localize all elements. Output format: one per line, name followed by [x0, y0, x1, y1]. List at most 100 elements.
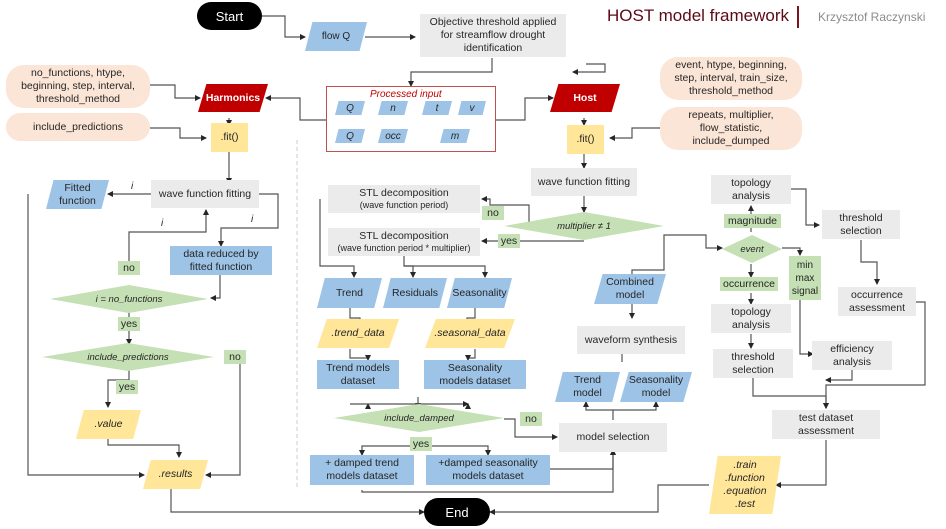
- threshold-selection-magnitude[interactable]: threshold selection: [822, 210, 900, 239]
- fitted-function-output[interactable]: Fitted function: [46, 180, 109, 209]
- wire: [481, 196, 530, 226]
- wire: [613, 401, 659, 411]
- magnitude-branch-label: magnitude: [724, 214, 781, 228]
- iteration-label: i: [131, 181, 134, 192]
- no-branch-label: no: [482, 206, 504, 220]
- wire: [262, 15, 306, 40]
- damped-trend-dataset[interactable]: + damped trend models dataset: [310, 455, 414, 485]
- wire: [361, 449, 616, 493]
- stl-decomposition-1[interactable]: STL decomposition (wave function period): [328, 185, 480, 213]
- yes-branch-label: yes: [118, 317, 140, 331]
- wire: [404, 265, 488, 278]
- harmonics-fit-method[interactable]: .fit(): [211, 123, 248, 152]
- wire: [107, 433, 182, 458]
- wire: [782, 247, 803, 256]
- start-terminal[interactable]: Start: [197, 2, 262, 30]
- trend-models-dataset[interactable]: Trend models dataset: [317, 360, 399, 389]
- iteration-label: i: [251, 214, 254, 225]
- wire: [349, 349, 371, 361]
- seasonality-component[interactable]: Seasonality: [447, 278, 512, 308]
- wire: [496, 95, 554, 121]
- wire: [775, 440, 827, 488]
- results-output[interactable]: .results: [143, 460, 208, 489]
- stl-decomposition-2[interactable]: STL decomposition (wave function period …: [328, 228, 480, 256]
- wire: [27, 194, 145, 478]
- wire: [799, 300, 814, 357]
- processed-input-q[interactable]: Q: [335, 101, 365, 115]
- harmonics-params: no_functions, htype, beginning, step, in…: [6, 65, 150, 108]
- trend-component[interactable]: Trend: [317, 278, 382, 308]
- seasonal-data-output[interactable]: .seasonal_data: [425, 319, 515, 348]
- trend-data-output[interactable]: .trend_data: [317, 319, 399, 348]
- test-dataset-assessment-step[interactable]: test dataset assessment: [772, 410, 880, 439]
- wire: [205, 355, 241, 478]
- framework-title: HOST model framework: [607, 6, 790, 25]
- title-separator: [797, 6, 799, 28]
- yes-branch-label: yes: [410, 437, 432, 451]
- processed-input-t[interactable]: t: [422, 101, 452, 115]
- seasonality-models-dataset[interactable]: Seasonality models dataset: [424, 360, 526, 389]
- wire: [572, 63, 606, 75]
- wire: [823, 301, 926, 409]
- wire: [583, 401, 614, 420]
- harmonics-wave-fitting[interactable]: wave function fitting: [151, 180, 259, 208]
- combined-model-output[interactable]: Combined model: [594, 274, 666, 304]
- wire: [609, 127, 660, 141]
- wire: [489, 484, 709, 515]
- host-fit-method[interactable]: .fit(): [567, 125, 604, 154]
- model-selection-step[interactable]: model selection: [559, 423, 667, 452]
- processed-input-m[interactable]: m: [440, 129, 470, 143]
- processed-input-n[interactable]: n: [378, 101, 408, 115]
- wire: [218, 193, 279, 247]
- wire: [465, 349, 476, 361]
- efficiency-analysis-step[interactable]: efficiency analysis: [812, 341, 892, 370]
- stl-1-title: STL decomposition: [359, 187, 449, 199]
- no-branch-label: no: [520, 412, 542, 426]
- stl-1-subtitle: (wave function period): [359, 200, 449, 210]
- processed-input-occ[interactable]: occ: [378, 129, 408, 143]
- data-reduced-step[interactable]: data reduced by fitted function: [170, 246, 272, 275]
- objective-threshold-step[interactable]: Objective threshold applied for streamfl…: [420, 14, 566, 57]
- wire: [631, 234, 723, 302]
- host-fit-params: repeats, multiplier, flow_statistic, inc…: [660, 107, 802, 150]
- stl-2-title: STL decomposition: [359, 230, 449, 242]
- wire: [860, 240, 880, 285]
- signal-options-text: min max signal: [791, 259, 819, 297]
- wire: [825, 370, 853, 383]
- processed-input-v[interactable]: v: [458, 101, 486, 115]
- occurrence-assessment-step[interactable]: occurrence assessment: [838, 287, 916, 316]
- wire: [210, 275, 221, 301]
- harmonics-class[interactable]: Harmonics: [198, 84, 268, 112]
- wire: [128, 209, 209, 268]
- residuals-component[interactable]: Residuals: [383, 278, 447, 308]
- iteration-label: i: [161, 218, 164, 229]
- yes-branch-label: yes: [498, 234, 520, 248]
- wire: [408, 58, 493, 87]
- no-branch-label: no: [118, 261, 140, 275]
- author-name: Krzysztof Raczynski: [818, 10, 926, 24]
- flow-q-input[interactable]: flow Q: [305, 22, 367, 51]
- harmonics-fit-params: include_predictions: [6, 113, 150, 141]
- processed-input-q-out[interactable]: Q: [335, 129, 365, 143]
- damped-seasonality-dataset[interactable]: +damped seasonality models dataset: [426, 455, 550, 485]
- no-branch-label: no: [224, 350, 246, 364]
- trend-model-output[interactable]: Trend model: [555, 372, 620, 402]
- threshold-selection-occurrence[interactable]: threshold selection: [713, 349, 793, 378]
- signal-options-label: min max signal: [789, 256, 821, 300]
- value-output[interactable]: .value: [76, 410, 141, 439]
- wire: [265, 95, 326, 121]
- wire: [150, 127, 207, 141]
- wire: [791, 188, 820, 228]
- yes-branch-label: yes: [116, 380, 138, 394]
- seasonality-model-output[interactable]: Seasonality model: [620, 372, 692, 402]
- topology-analysis-magnitude[interactable]: topology analysis: [711, 175, 791, 204]
- host-class[interactable]: Host: [550, 84, 620, 112]
- host-params: event, htype, beginning, step, interval,…: [660, 57, 802, 100]
- host-wave-fitting[interactable]: wave function fitting: [531, 168, 637, 196]
- waveform-synthesis-step[interactable]: waveform synthesis: [577, 326, 685, 354]
- end-terminal[interactable]: End: [424, 498, 490, 526]
- host-outputs[interactable]: .train .function .equation .test: [709, 456, 781, 514]
- topology-analysis-occurrence[interactable]: topology analysis: [711, 304, 791, 333]
- stl-2-subtitle: (wave function period * multiplier): [337, 243, 471, 253]
